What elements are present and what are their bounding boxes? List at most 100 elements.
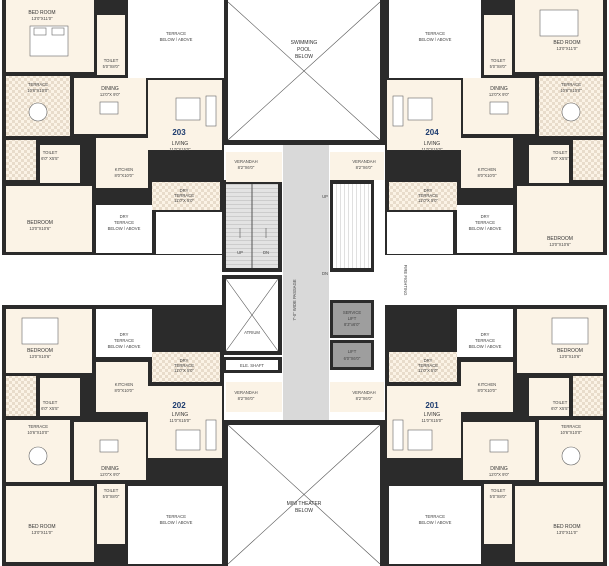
u204-toilet2-dim: 6'0" X5'5" <box>551 156 569 161</box>
u202-terrace-below-2: BELOW / ABOVE <box>160 520 193 525</box>
u201-terrace-below-1: TERRACE <box>425 514 445 519</box>
unit-202: BEDROOM 13'0"X10'6" DRY TERRACE BELOW / … <box>2 305 282 566</box>
u202-living-dim: 11'0"X15'0" <box>169 418 191 423</box>
u201-bedroom-label: BEDROOM <box>557 348 583 354</box>
u204-terrace-dim: 10'6"X10'0" <box>560 88 582 93</box>
u204-bedroom-dim: 13'0"X11'0" <box>556 46 578 51</box>
u201-dining-dim: 12'0"X 9'0" <box>489 472 510 477</box>
u204-dry-dim: 11'0"X 5'0" <box>418 198 438 203</box>
u202-dry-below-1: DRY <box>120 332 129 337</box>
u204-dry-label: DRY <box>424 188 433 193</box>
u203-verandah-dim: 8'2"X6'0" <box>238 165 255 170</box>
u203-dry-below-2: TERRACE <box>114 220 134 225</box>
u201-bedroom-dim: 13'0"X10'6" <box>559 354 581 359</box>
u202-dry-dim: 11'0"X 5'0" <box>174 368 194 373</box>
u201-terrace-label: TERRACE <box>561 424 581 429</box>
u203-kitchen-dim: 8'0"X10'0" <box>114 173 134 178</box>
u203-living-dim: 11'0"X15'0" <box>169 147 191 152</box>
atrium-label: ATRIUM <box>244 330 260 335</box>
u204-bedroom2-label: BEDROOM <box>547 236 573 242</box>
u202-toilet-label: TOILET <box>43 400 58 405</box>
ele-shaft-label: ELE. SHAFT <box>240 363 264 368</box>
u201-bedroom2-dim: 13'0"X11'0" <box>556 530 578 535</box>
u202-bedroom-dim: 13'0"X10'6" <box>29 354 51 359</box>
u201-kitchen-dim: 8'0"X10'0" <box>477 388 497 393</box>
u204-toilet2-label: TOILET <box>553 150 568 155</box>
stair2-up-label: UP <box>322 194 328 199</box>
u203-bedroom-dim: 13'0"X11'0" <box>31 16 53 21</box>
lift-dim: 6'0"X6'0" <box>344 356 361 361</box>
u201-terrace-dim: 10'6"X10'0" <box>560 430 582 435</box>
passage-label: 7'-0" WIDE PASSAGE <box>292 279 297 321</box>
u203-terrace-below-2: BELOW / ABOVE <box>160 37 193 42</box>
u202-bedroom2-label: BED ROOM <box>28 524 55 530</box>
u204-dining-dim: 12'0"X 9'0" <box>489 92 510 97</box>
service-lift-label: SERVICE <box>343 310 362 315</box>
stair-dn-label: DN <box>263 250 269 255</box>
stair2-dn-label: DN <box>322 271 328 276</box>
u203-dry-below-3: BELOW / ABOVE <box>108 226 141 231</box>
u202-toilet-dim: 6'0" X5'5" <box>41 406 59 411</box>
u204-verandah-dim: 8'2"X6'0" <box>356 165 373 170</box>
u203-toilet-dim: 5'0"X8'0" <box>103 64 120 69</box>
u203-dry-below-1: DRY <box>120 214 129 219</box>
u204-kitchen-dim: 8'0"X10'0" <box>477 173 497 178</box>
u204-dry-below-2: TERRACE <box>475 220 495 225</box>
u204-unit-number: 204 <box>425 128 439 137</box>
u202-dry-below-2: TERRACE <box>114 338 134 343</box>
pool-label-2: POOL <box>297 47 311 53</box>
u202-dry-label-2: TERRACE <box>174 363 194 368</box>
lift-label: LIFT <box>348 349 357 354</box>
u201-dry-label-2: TERRACE <box>418 363 438 368</box>
u204-terrace-label: TERRACE <box>561 82 581 87</box>
u204-dining-label: DINING <box>490 86 508 92</box>
u203-living-label: LIVING <box>172 141 189 147</box>
u201-dry-below-3: BELOW / ABOVE <box>469 344 502 349</box>
u204-verandah-label: VERANDAH <box>352 159 375 164</box>
u202-kitchen-dim: 8'0"X10'0" <box>114 388 134 393</box>
u204-dry-below-1: DRY <box>481 214 490 219</box>
u203-bedroom-label: BED ROOM <box>28 10 55 16</box>
theater-label-2: BELOW <box>295 508 313 514</box>
u203-toilet2-dim: 6'0" X5'5" <box>41 156 59 161</box>
pool-label-1: SWIMMING <box>291 40 318 46</box>
u201-toilet-label: TOILET <box>553 400 568 405</box>
u203-terrace-below-1: TERRACE <box>166 31 186 36</box>
pool-label-3: BELOW <box>295 54 313 60</box>
u202-verandah-dim: 8'2"X6'0" <box>238 396 255 401</box>
u203-terrace-dim: 10'6"X10'0" <box>27 88 49 93</box>
u203-toilet-label: TOILET <box>104 58 119 63</box>
u202-toilet2-label: TOILET <box>104 488 119 493</box>
u203-dining-label: DINING <box>101 86 119 92</box>
u202-terrace-dim: 10'6"X10'0" <box>27 430 49 435</box>
u201-dry-below-2: TERRACE <box>475 338 495 343</box>
swimming-pool-area: SWIMMING POOL BELOW <box>223 0 385 145</box>
u203-bedroom2-label: BEDROOM <box>27 220 53 226</box>
u203-toilet2-label: TOILET <box>43 150 58 155</box>
unit-204: BED ROOM 13'0"X11'0" TOILET 5'0"X8'0" TE… <box>330 0 607 255</box>
u201-toilet2-label: TOILET <box>491 488 506 493</box>
u203-verandah-label: VERANDAH <box>234 159 257 164</box>
service-lift-label-2: LIFT <box>348 316 357 321</box>
central-core: 7'-0" WIDE PASSAGE UP DN ATRIUM ELE. SHA… <box>222 145 408 420</box>
u204-terrace-below-1: TERRACE <box>425 31 445 36</box>
u201-living-dim: 11'0"X15'0" <box>421 418 443 423</box>
u201-dining-label: DINING <box>490 466 508 472</box>
theater-label-1: MINI THEATER <box>287 501 322 507</box>
u201-verandah-dim: 8'2"X6'0" <box>356 396 373 401</box>
u203-kitchen-label: KITCHEN <box>115 167 133 172</box>
u201-terrace-below-2: BELOW / ABOVE <box>419 520 452 525</box>
u204-toilet-dim: 5'0"X8'0" <box>490 64 507 69</box>
u203-dining-dim: 12'0"X 9'0" <box>100 92 121 97</box>
u201-bedroom2-label: BED ROOM <box>553 524 580 530</box>
u202-dry-below-3: BELOW / ABOVE <box>108 344 141 349</box>
u203-dry-dim: 11'0"X 5'0" <box>174 198 194 203</box>
u201-dry-below-1: DRY <box>481 332 490 337</box>
unit-201: BEDROOM 13'0"X10'6" DRY TERRACE BELOW / … <box>330 305 607 566</box>
u204-dry-below-3: BELOW / ABOVE <box>469 226 502 231</box>
u201-living-label: LIVING <box>424 412 441 418</box>
u202-terrace-below-1: TERRACE <box>166 514 186 519</box>
u201-unit-number: 201 <box>425 401 439 410</box>
u203-dry-label: DRY <box>180 188 189 193</box>
